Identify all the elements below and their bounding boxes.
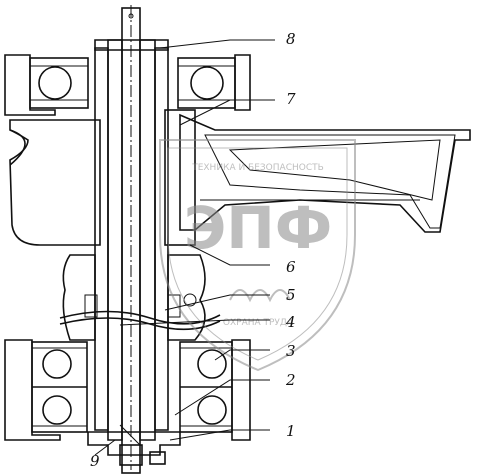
- central-shaft: [121, 5, 141, 474]
- lower-bearing-right: [179, 341, 233, 433]
- callout-6: 6: [286, 258, 296, 276]
- rotor-hub-right: [164, 109, 196, 246]
- rotor-hub-left: [9, 119, 101, 246]
- watermark-bottom-text: ОХРАНА ТРУДА: [223, 318, 294, 328]
- watermark-monogram: ЭПФ: [184, 194, 333, 262]
- upper-bearing-left: [29, 57, 89, 109]
- housing-top-left: [4, 54, 56, 116]
- callout-9: 9: [90, 452, 100, 470]
- upper-bearing-right: [177, 57, 236, 109]
- housing-bottom-left: [4, 339, 61, 441]
- bottom-end-cap: [87, 424, 181, 466]
- watermark-emblem: ТЕХНИКА И БЕЗОПАСНОСТЬ ЭПФ ОХРАНА ТРУДА: [159, 139, 356, 372]
- wheat-ear-icon: [229, 289, 291, 303]
- watermark-top-text: ТЕХНИКА И БЕЗОПАСНОСТЬ: [191, 163, 324, 173]
- callout-1: 1: [286, 422, 296, 440]
- callout-8: 8: [286, 30, 296, 48]
- callout-2: 2: [285, 371, 296, 389]
- middle-housing: [62, 254, 206, 341]
- lower-bearing-left: [31, 341, 88, 433]
- housing-top-right: [234, 54, 251, 111]
- callout-7: 7: [286, 90, 296, 108]
- callout-4: 4: [285, 313, 296, 331]
- leader-lines: [94, 39, 275, 456]
- callout-3: 3: [286, 342, 296, 360]
- callout-5: 5: [286, 286, 296, 304]
